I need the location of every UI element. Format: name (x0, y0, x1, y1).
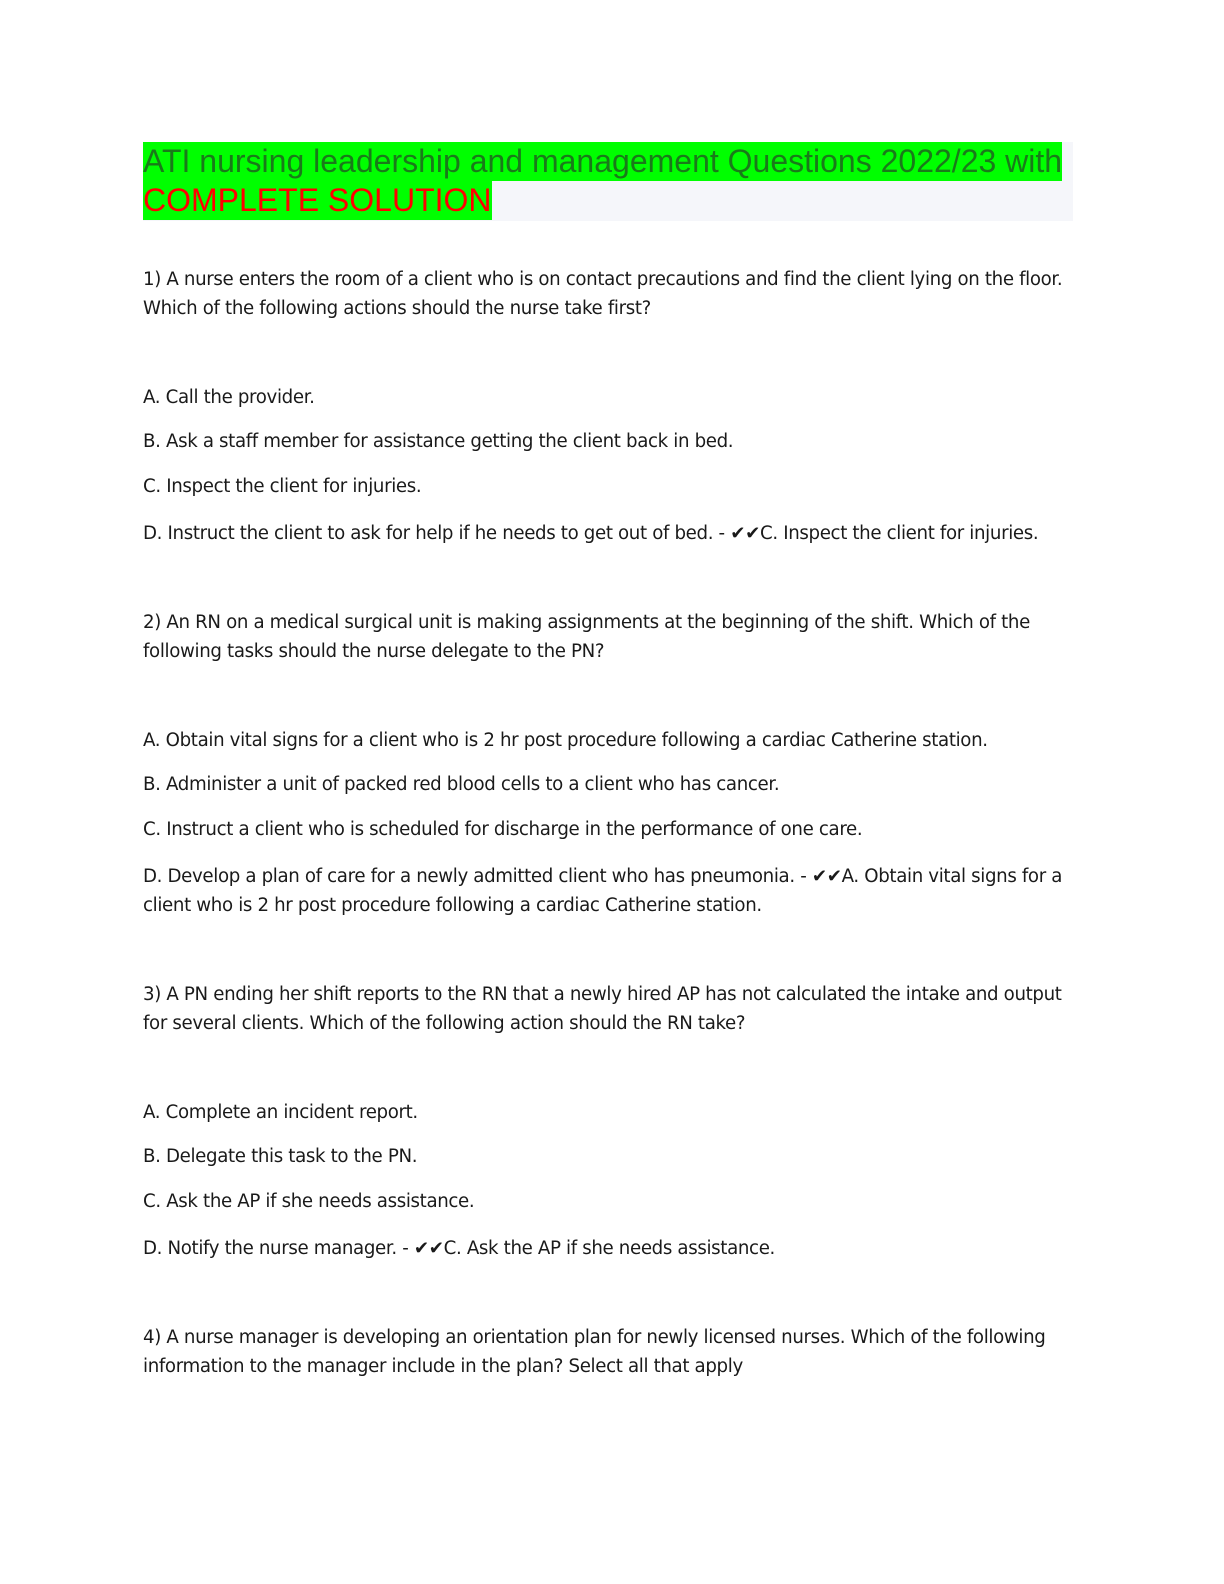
question-1-stem: 1) A nurse enters the room of a client w… (143, 269, 1063, 319)
question-3-option-c: C. Ask the AP if she needs assistance. (143, 1191, 475, 1212)
question-2-option-b: B. Administer a unit of packed red blood… (143, 774, 780, 795)
title-line-1: ATI nursing leadership and management Qu… (143, 142, 1063, 181)
question-3-option-b: B. Delegate this task to the PN. (143, 1146, 418, 1167)
question-3-option-d-answer: D. Notify the nurse manager. - ✔✔C. Ask … (143, 1238, 775, 1259)
question-2-stem: 2) An RN on a medical surgical unit is m… (143, 612, 1030, 662)
question-2-option-d-answer: D. Develop a plan of care for a newly ad… (143, 866, 1063, 916)
title-block: ATI nursing leadership and management Qu… (143, 142, 1073, 221)
question-2-option-a: A. Obtain vital signs for a client who i… (143, 730, 988, 751)
question-4-stem: 4) A nurse manager is developing an orie… (143, 1327, 1046, 1377)
question-1-option-c: C. Inspect the client for injuries. (143, 476, 422, 497)
question-1-option-d-answer: D. Instruct the client to ask for help i… (143, 523, 1039, 544)
title-line-2: COMPLETE SOLUTION (143, 181, 492, 220)
question-3-stem: 3) A PN ending her shift reports to the … (143, 984, 1062, 1034)
question-1-option-a: A. Call the provider. (143, 387, 315, 408)
question-1-option-b: B. Ask a staff member for assistance get… (143, 431, 734, 452)
question-3-option-a: A. Complete an incident report. (143, 1102, 418, 1123)
question-2-option-c: C. Instruct a client who is scheduled fo… (143, 819, 863, 840)
